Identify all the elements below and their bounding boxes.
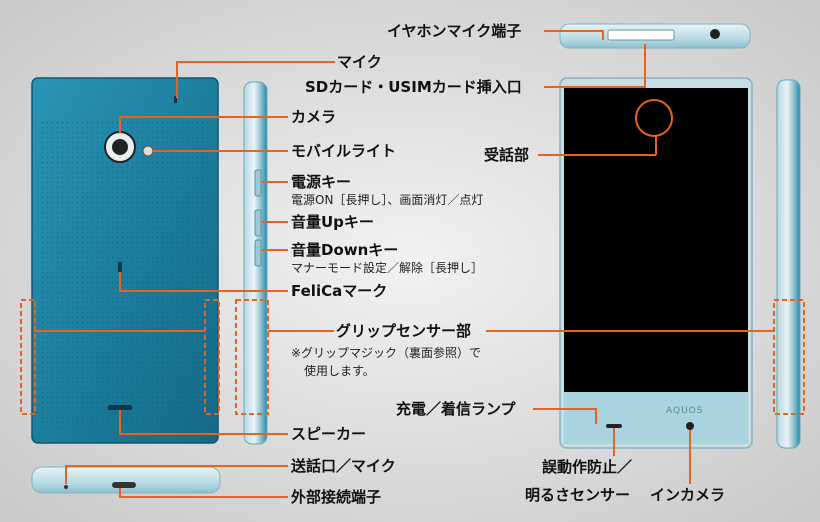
- mobile-light-icon: [142, 145, 154, 157]
- earphone-jack-icon: [710, 29, 720, 39]
- label-sd-slot: SDカード・USIMカード挿入口: [305, 78, 522, 96]
- bottom-mic-icon: [64, 485, 68, 489]
- prox-sensor-icon: [606, 424, 622, 428]
- note-grip-1: ※グリップマジック（裏面参照）で: [291, 346, 482, 360]
- usb-port-icon: [112, 482, 136, 488]
- label-speaker: スピーカー: [291, 425, 367, 443]
- label-mic-top: マイク: [337, 53, 382, 71]
- brand-logo: AQUOS: [666, 406, 704, 416]
- mic-hole-icon: [174, 96, 177, 103]
- phone-side: [243, 81, 268, 445]
- speaker-grill-icon: [108, 405, 132, 410]
- sd-slot-icon: [607, 29, 675, 41]
- in-camera-icon: [686, 422, 694, 430]
- label-receiver: 受話部: [484, 146, 530, 164]
- note-grip-2: 使用します。: [304, 364, 375, 378]
- label-mic-bottom: 送話口／マイク: [291, 457, 396, 475]
- label-grip-sensor: グリップセンサー部: [336, 322, 472, 340]
- leader-lines: [34, 30, 774, 498]
- volume-down-icon: [254, 239, 262, 267]
- phone-top-edge: [559, 23, 751, 49]
- phone-bottom-edge: [31, 466, 221, 494]
- phone-back: [31, 77, 219, 444]
- label-ext-port: 外部接続端子: [291, 488, 382, 506]
- label-volume-down: 音量Downキー: [291, 241, 399, 259]
- grip-sensor-areas: [20, 299, 805, 415]
- note-power-key: 電源ON［長押し］、画面消灯／点灯: [291, 193, 484, 207]
- label-prox-sensor-2: 明るさセンサー: [525, 486, 631, 504]
- power-key-icon: [254, 169, 262, 197]
- label-camera: カメラ: [291, 108, 337, 126]
- label-earphone-jack: イヤホンマイク端子: [387, 22, 522, 40]
- label-felica: FeliCaマーク: [291, 282, 388, 300]
- screen: [564, 88, 748, 392]
- receiver-marker-icon: [635, 99, 673, 137]
- label-in-camera: インカメラ: [650, 486, 726, 504]
- phone-front: [559, 77, 753, 449]
- label-mobile-light: モバイルライト: [291, 142, 397, 160]
- phone-right-side: [776, 79, 801, 449]
- note-volume-down: マナーモード設定／解除［長押し］: [291, 261, 484, 275]
- label-prox-sensor-1: 誤動作防止／: [542, 458, 633, 476]
- label-power-key: 電源キー: [291, 173, 352, 191]
- felica-mark-icon: [118, 262, 122, 272]
- label-volume-up: 音量Upキー: [291, 213, 374, 231]
- volume-up-icon: [254, 209, 262, 237]
- label-charge-lamp: 充電／着信ランプ: [396, 400, 516, 418]
